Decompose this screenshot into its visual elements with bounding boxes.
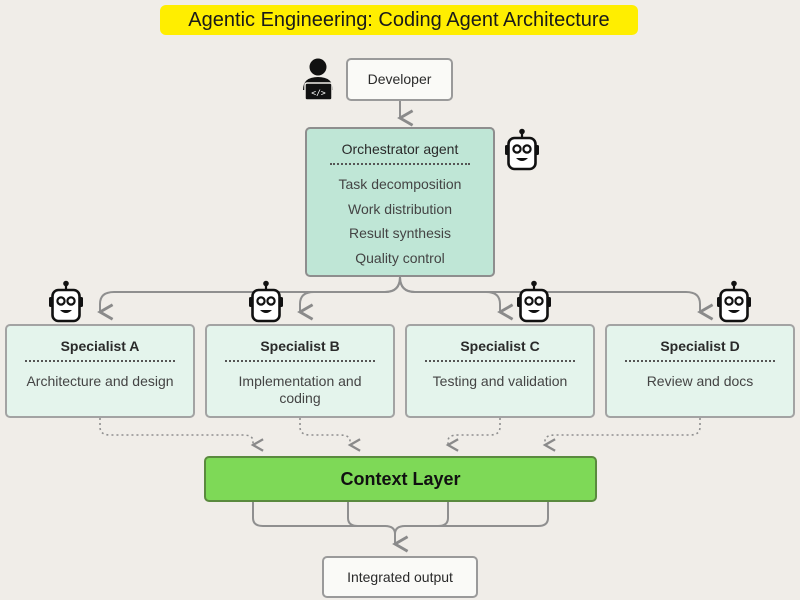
specialist-b-box: Specialist B Implementation and coding (205, 324, 395, 418)
arrow-specialist-a-context (99, 418, 264, 452)
arrow-specialist-c-context (445, 418, 501, 452)
divider (425, 360, 575, 362)
specialist-c-box: Specialist C Testing and validation (405, 324, 595, 418)
specialist-title: Specialist C (460, 338, 540, 354)
specialist-title: Specialist A (60, 338, 140, 354)
developer-laptop-icon: </> (303, 58, 333, 101)
divider (225, 360, 375, 362)
specialist-description: Testing and validation (432, 373, 568, 389)
svg-text:</>: </> (311, 89, 326, 98)
divider (25, 360, 175, 362)
robot-icon (47, 280, 85, 323)
specialist-description: Architecture and design (26, 373, 174, 389)
specialist-a-box: Specialist A Architecture and design (5, 324, 195, 418)
merge-line-1 (252, 502, 396, 535)
integrated-output-box: Integrated output (322, 556, 478, 598)
orchestrator-item: Quality control (355, 249, 445, 266)
divider (330, 163, 470, 165)
arrow-specialist-d-context (542, 418, 701, 452)
arrow-orchestrator-specialist-b (297, 276, 401, 321)
specialist-description: Review and docs (646, 373, 754, 389)
merge-line-3 (405, 502, 449, 527)
specialist-d-box: Specialist D Review and docs (605, 324, 795, 418)
specialist-title: Specialist D (660, 338, 740, 354)
orchestrator-items: Task decomposition Work distribution Res… (307, 172, 493, 270)
robot-icon (247, 280, 285, 323)
merge-line-2 (347, 502, 385, 527)
orchestrator-box: Orchestrator agent Task decomposition Wo… (305, 127, 495, 277)
merge-line-4 (394, 502, 549, 535)
orchestrator-item: Task decomposition (338, 176, 462, 192)
robot-icon (515, 280, 553, 323)
robot-icon (503, 128, 541, 171)
specialist-description: Implementation and coding (238, 373, 362, 406)
specialist-title: Specialist B (260, 338, 340, 354)
context-layer-box: Context Layer (204, 456, 597, 502)
orchestrator-item: Work distribution (347, 200, 452, 217)
divider (625, 360, 775, 362)
orchestrator-title: Orchestrator agent (341, 141, 459, 157)
arrow-orchestrator-specialist-c (399, 276, 514, 321)
arrow-specialist-b-context (299, 418, 361, 452)
orchestrator-item: Result synthesis (349, 225, 451, 241)
developer-box: Developer (346, 58, 453, 101)
diagram-title: Agentic Engineering: Coding Agent Archit… (160, 5, 638, 35)
robot-icon (715, 280, 753, 323)
